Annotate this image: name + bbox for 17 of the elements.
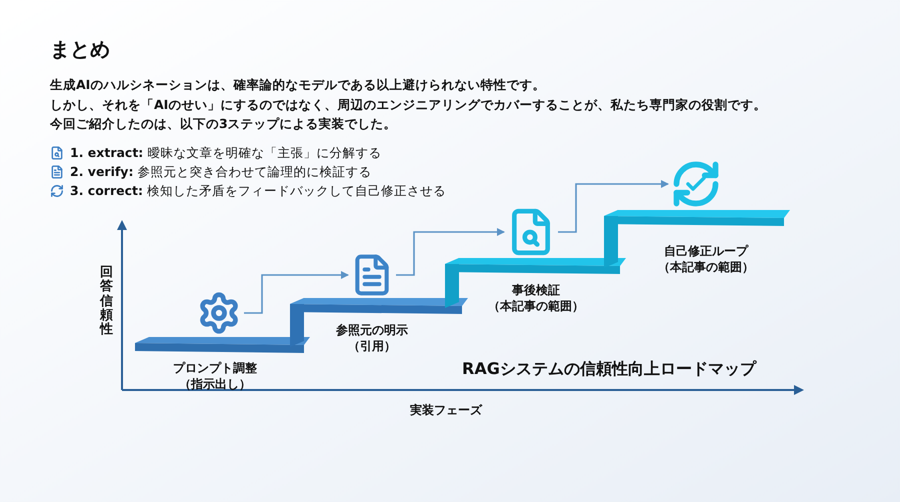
- paragraph-line: 生成AIのハルシネーションは、確率論的なモデルである以上避けられない特性です。: [50, 76, 546, 94]
- step-label: 事後検証（本記事の範囲）: [488, 282, 584, 314]
- paragraph-line: しかし、それを「AIのせい」にするのではなく、周辺のエンジニアリングでカバーすることが、私たち専門家の役割です。: [50, 96, 766, 114]
- arrow: [244, 271, 349, 314]
- step-label: 参照元の明示（引用）: [336, 322, 408, 354]
- axis-label: 回答信頼性: [100, 266, 113, 338]
- step-list-item: 1. extract: 曖昧な文章を明確な「主張」に分解する: [70, 144, 382, 162]
- arrow: [396, 228, 505, 276]
- step-list-item: 3. correct: 検知した矛盾をフィードバックして自己修正させる: [70, 182, 446, 200]
- step-label: プロンプト調整（指示出し）: [173, 360, 257, 392]
- roadmap-title: RAGシステムの信頼性向上ロードマップ: [462, 358, 756, 380]
- paragraph-line: 今回ご紹介したのは、以下の3ステップによる実装でした。: [50, 115, 397, 133]
- step-label: 自己修正ループ（本記事の範囲）: [658, 243, 754, 276]
- axis-label: 実装フェーズ: [410, 402, 482, 419]
- arrow: [558, 180, 669, 233]
- title: まとめ: [50, 36, 110, 63]
- step-list-item: 2. verify: 参照元と突き合わせて論理的に検証する: [70, 163, 372, 181]
